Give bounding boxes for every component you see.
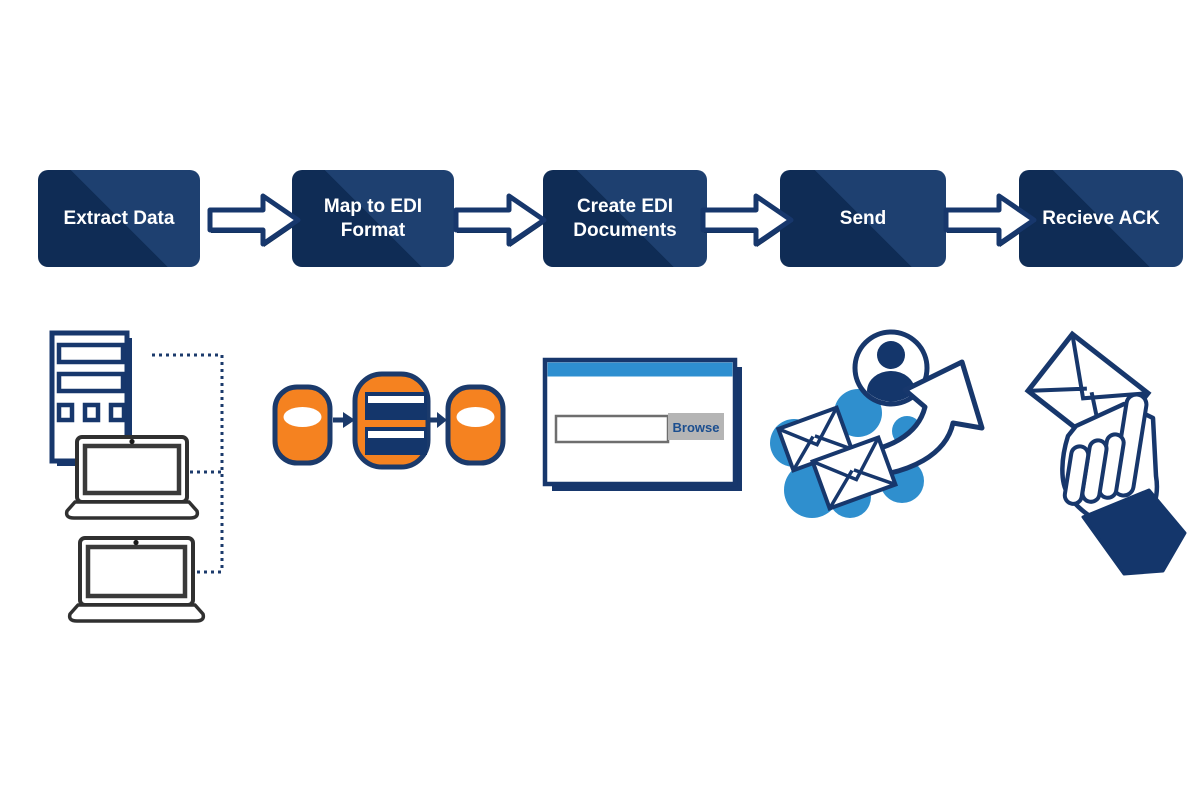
flow-arrow-icon [453, 193, 547, 247]
flow-step-recieve-ack: Recieve ACK [1019, 170, 1183, 267]
right-arrow-icon [430, 412, 447, 428]
flow-step-send: Send [780, 170, 946, 267]
flow-step-label: Map to EDI Format [323, 195, 423, 241]
envelope-icon [809, 434, 899, 512]
database-cylinder-icon [272, 384, 333, 466]
flow-step-extract-data: Extract Data [38, 170, 200, 267]
flow-step-map-to-edi: Map to EDI Format [292, 170, 454, 267]
mapping-table-icon [352, 371, 431, 470]
file-upload-window-icon: Browse [542, 357, 742, 491]
laptop-icon [67, 536, 206, 623]
dotted-connector [152, 353, 224, 574]
database-cylinder-icon [445, 384, 506, 466]
cloud-envelopes-send-arrow-icon [770, 329, 985, 518]
flow-arrow-icon [207, 193, 301, 247]
file-path-input[interactable] [554, 414, 670, 444]
server-and-laptops-icon [49, 330, 224, 623]
laptop-icon [64, 435, 200, 520]
webcam-dot-icon [133, 539, 139, 546]
database-mapping-icon [272, 371, 506, 470]
browse-button-label: Browse [673, 420, 720, 435]
flow-arrow-icon [943, 193, 1037, 247]
finger [1062, 444, 1091, 506]
flow-step-label: Create EDI Documents [573, 195, 677, 241]
flow-step-label: Extract Data [63, 207, 175, 229]
flow-step-label: Send [839, 207, 887, 229]
sleeve [1081, 488, 1187, 576]
browse-button[interactable]: Browse [668, 413, 724, 440]
flow-arrow-icon [700, 193, 794, 247]
webcam-dot-icon [129, 438, 135, 445]
hand-holding-envelope-icon [1024, 330, 1187, 576]
right-arrow-icon [333, 412, 355, 428]
flow-step-create-edi-documents: Create EDI Documents [543, 170, 707, 267]
window-titlebar [547, 362, 733, 377]
flow-step-label: Recieve ACK [1042, 207, 1160, 229]
